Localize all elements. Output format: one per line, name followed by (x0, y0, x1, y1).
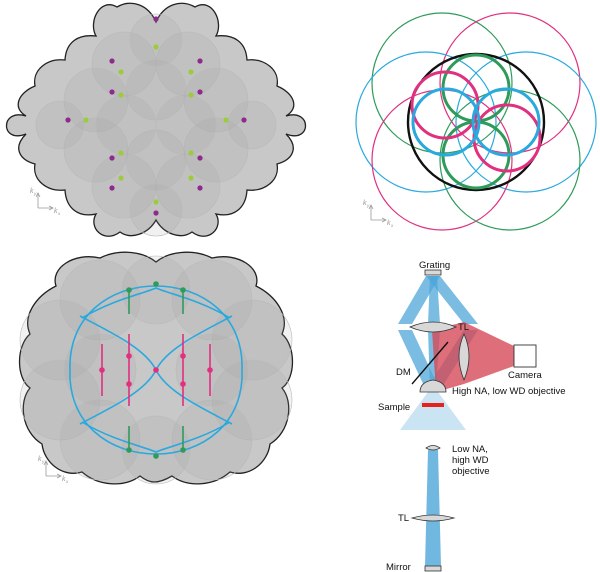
panel-a: k y k x (5, 2, 307, 237)
panel-d-mirror (424, 565, 442, 572)
panel-d-tube-lens-right (458, 333, 470, 382)
panel-a-axis-kx-sub: x (57, 211, 61, 216)
panel-d-sample-bar (422, 403, 444, 407)
panel-b-small-circles (410, 53, 542, 190)
panel-d-grating (424, 269, 442, 276)
panel-b-axis-kx-label: k (387, 220, 391, 227)
panel-a-green-dots (83, 44, 229, 205)
panel-d-label-tl-bottom: TL (398, 513, 409, 524)
panel-a-axis-indicator (35, 192, 54, 211)
panel-c-green-lines (128, 289, 184, 451)
panel-a-overlap-disks (35, 13, 277, 237)
panel-d-tube-lens-bottom (410, 514, 456, 522)
panel-d-lower-beam (425, 450, 441, 566)
panel-a-axis-ky-label: k (30, 188, 34, 195)
panel-d-label-tl-top: TL (458, 322, 469, 333)
panel-d-low-na-objective (425, 445, 441, 451)
panel-d-label-low-na-1: Low NA, (452, 444, 488, 455)
panel-c-axis-ky-label: k (38, 456, 42, 463)
panel-a-axis-ky-sub: y (33, 191, 37, 196)
panel-c-axis-kx-sub: x (65, 479, 69, 484)
panel-d-dichroic-mirror (411, 341, 449, 385)
panel-c-green-dots (126, 281, 186, 459)
panel-d-label-camera: Camera (508, 370, 543, 381)
panel-c-magenta-dots (99, 353, 213, 387)
panel-b-axis-ky-label: k (363, 200, 367, 207)
panel-d-camera (513, 344, 537, 368)
panel-d: Grating TL Camera DM High NA, low WD obj… (378, 260, 566, 572)
panel-c-axis-indicator (43, 460, 62, 479)
panel-c-axis-ky-sub: y (41, 459, 45, 464)
panel-b-axis-kx-sub: x (390, 223, 394, 228)
panel-b-axis-ky-sub: y (366, 203, 370, 208)
panel-d-tube-lens-top (408, 321, 458, 333)
panel-d-label-mirror: Mirror (386, 562, 411, 572)
panel-a-axis-kx-label: k (54, 208, 58, 215)
panel-d-label-sample: Sample (378, 402, 410, 413)
panel-a-purple-dots (65, 16, 247, 216)
panel-d-label-dm: DM (396, 367, 411, 378)
panel-d-label-low-na-2: high WD (452, 455, 489, 466)
panel-d-high-na-objective (419, 379, 447, 393)
panel-c: k y k x (18, 251, 294, 485)
panel-d-label-low-na-3: objective (452, 466, 490, 477)
panel-d-label-high-na: High NA, low WD objective (452, 386, 566, 397)
panel-d-blue-cone (400, 392, 466, 430)
panel-d-red-beam (432, 322, 514, 392)
panel-b: k y k x (355, 12, 597, 231)
panel-d-label-grating: Grating (419, 260, 450, 271)
panel-b-axis-indicator (368, 204, 387, 223)
panel-c-axis-kx-label: k (62, 476, 66, 483)
